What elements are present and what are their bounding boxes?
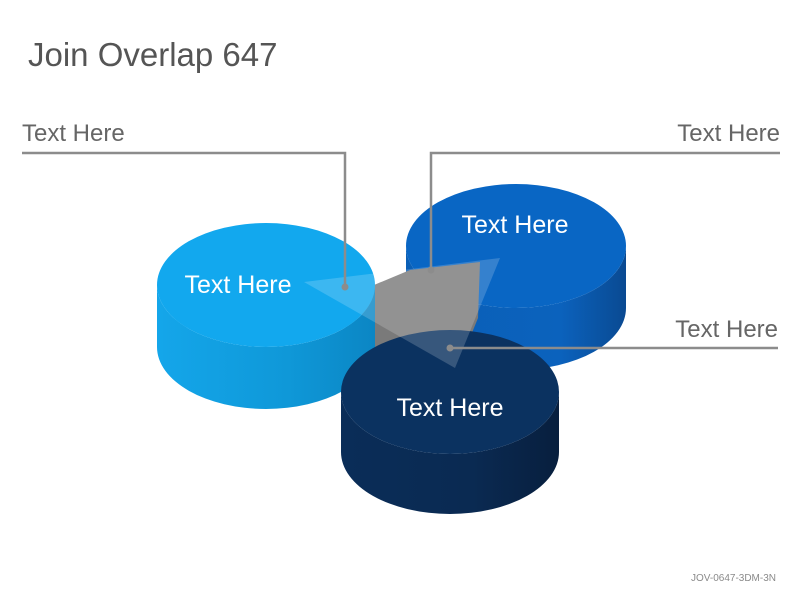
callout-label-top-right: Text Here xyxy=(677,120,780,147)
page-title: Join Overlap 647 xyxy=(28,36,278,73)
cylinder-dark-navy xyxy=(341,330,559,514)
leader-line-top-left xyxy=(22,151,347,287)
leader-dot-mid-right xyxy=(446,344,454,352)
cylinder-light-blue-label: Text Here xyxy=(185,271,292,299)
cylinder-dark-navy-top xyxy=(341,330,559,454)
cylinder-light-blue xyxy=(157,223,375,409)
leader-lines xyxy=(22,151,780,350)
cylinder-medium-blue-label: Text Here xyxy=(462,211,569,239)
cylinder-light-blue-top xyxy=(157,223,375,347)
callout-label-top-left: Text Here xyxy=(22,120,125,147)
callout-label-mid-right: Text Here xyxy=(675,316,778,343)
leader-line-top-right xyxy=(429,151,780,270)
slide-code: JOV-0647-3DM-3N xyxy=(690,573,776,584)
cylinder-dark-navy-label: Text Here xyxy=(397,394,504,422)
cylinder-dark-navy-side xyxy=(341,392,559,514)
leader-dot-top-left xyxy=(341,283,349,291)
overlap-triangle xyxy=(304,258,500,368)
leader-dot-top-right xyxy=(427,266,435,274)
